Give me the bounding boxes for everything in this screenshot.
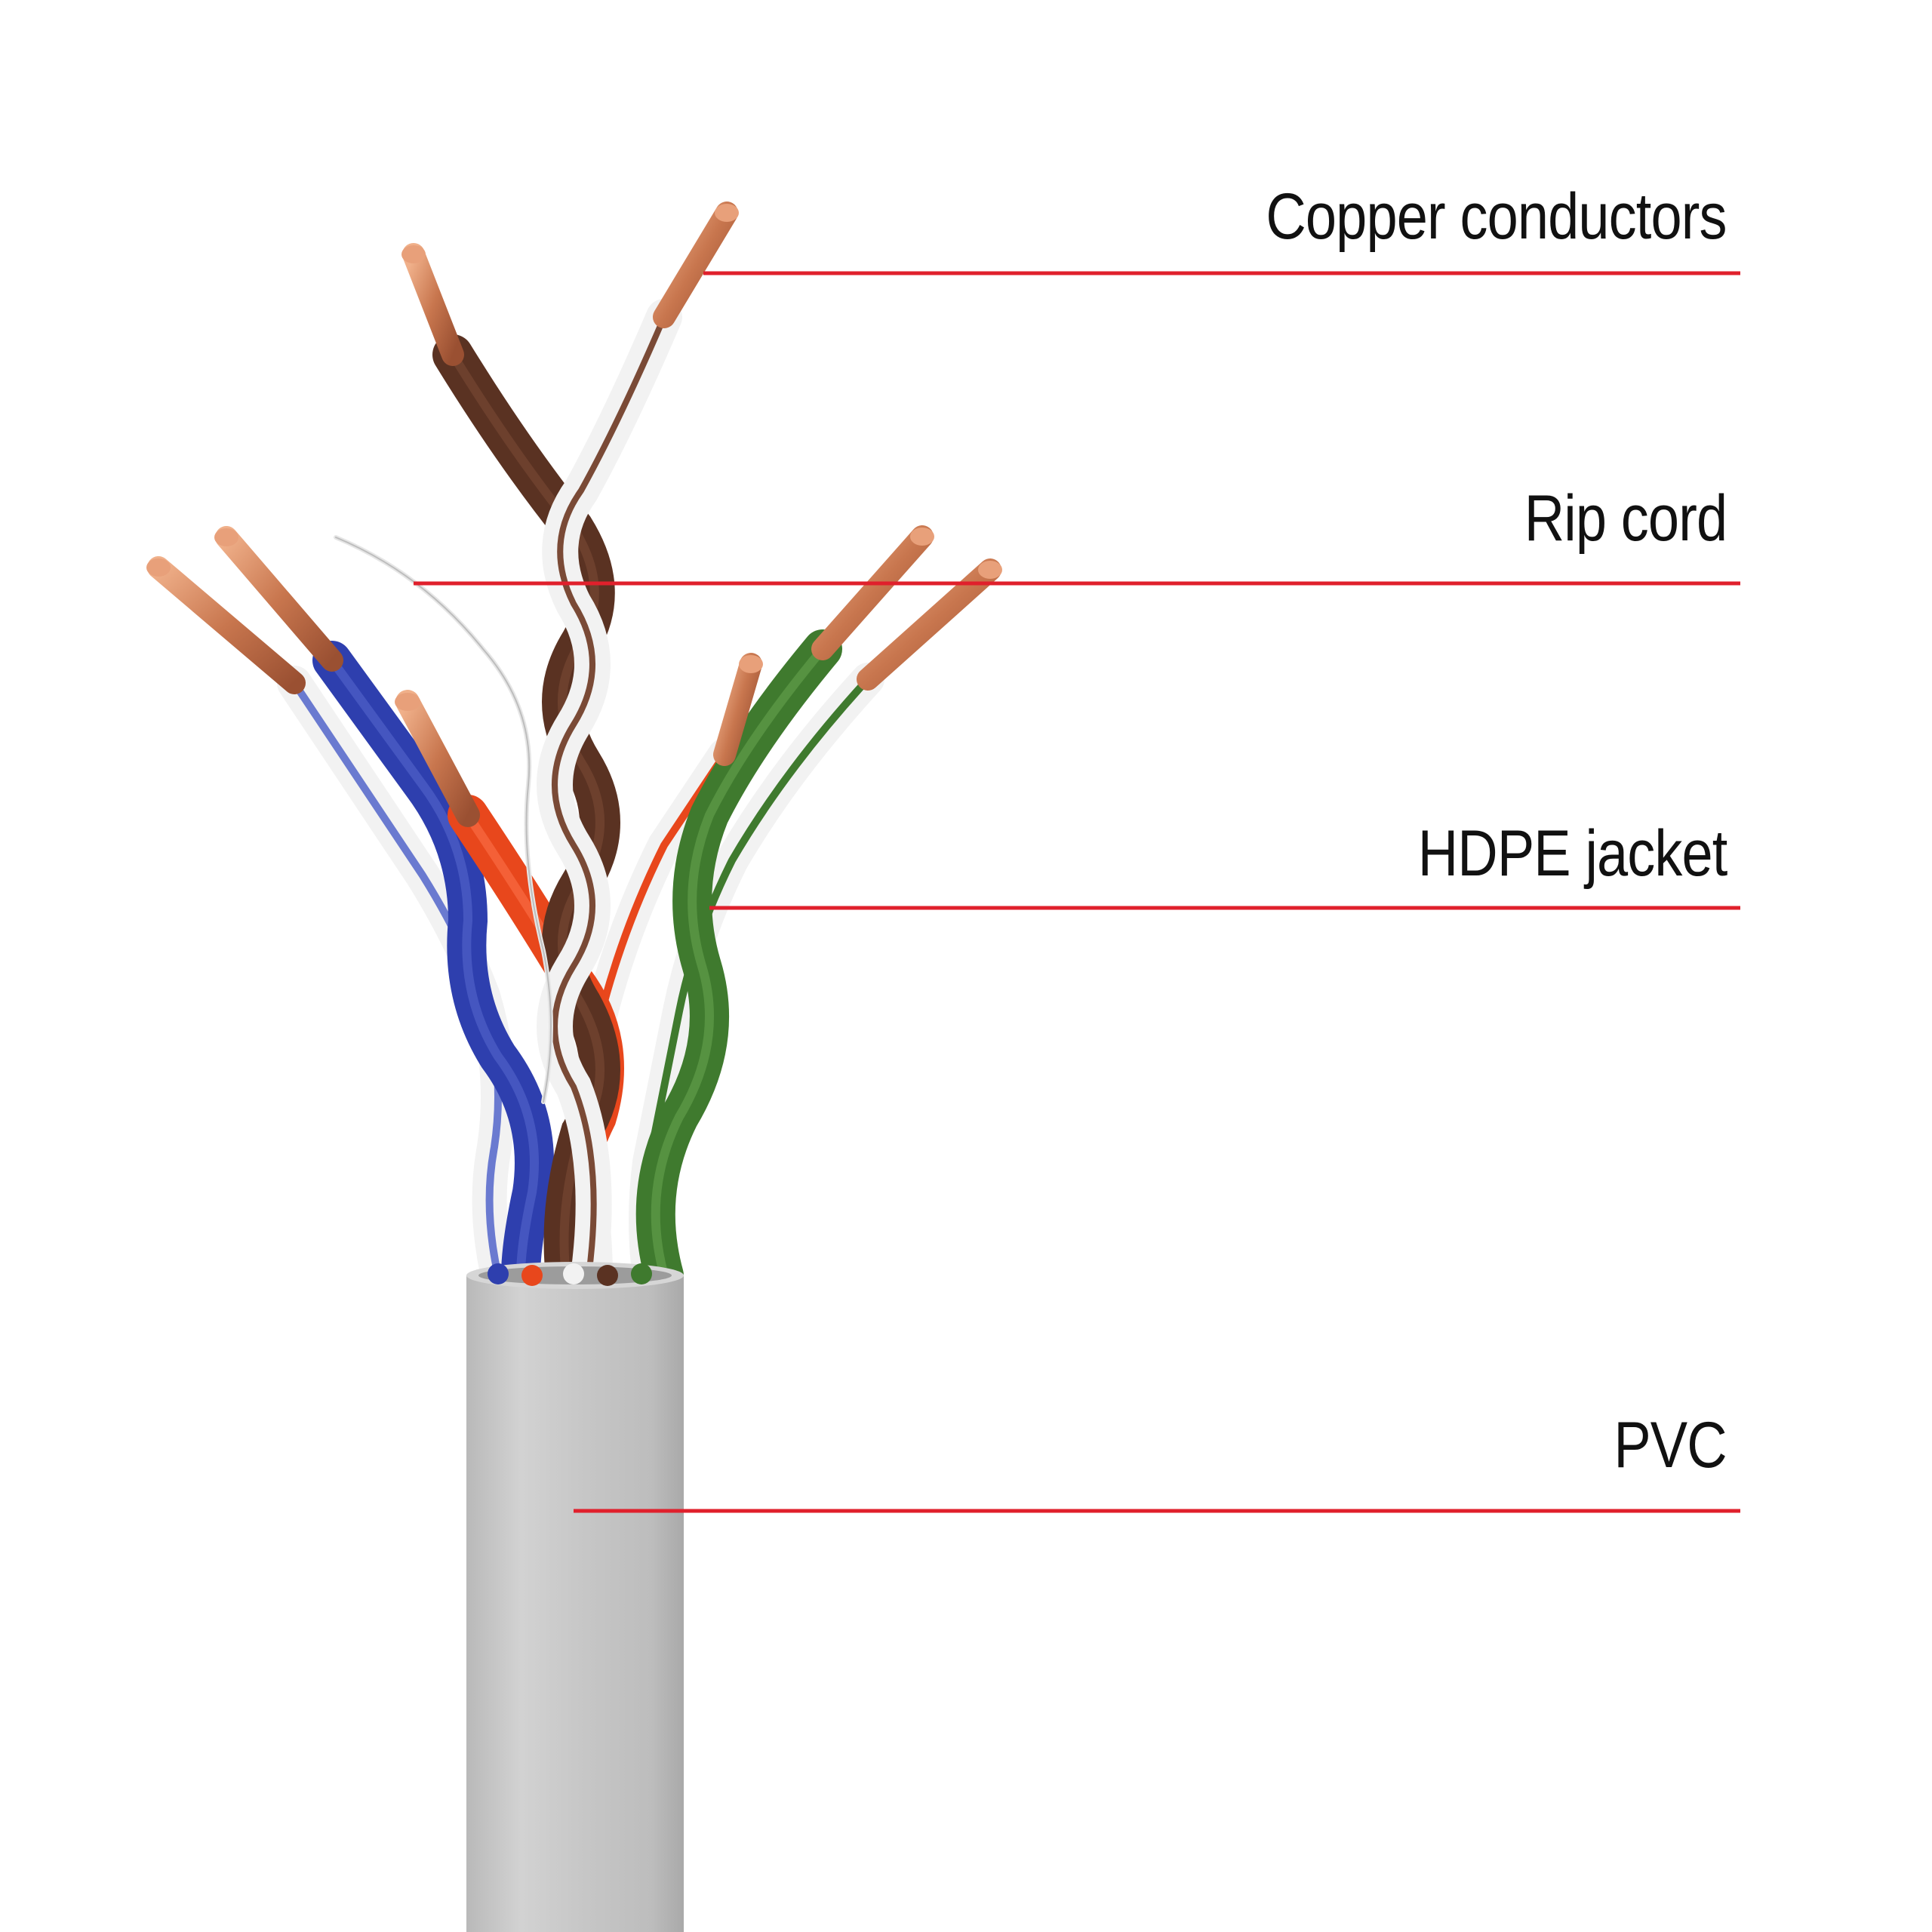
pvc-label: PVC bbox=[1614, 1409, 1727, 1481]
copper-conductors bbox=[146, 202, 1002, 827]
rip-cord-label: Rip cord bbox=[1524, 482, 1727, 555]
hdpe-jacket-label: HDPE jacket bbox=[1417, 817, 1727, 890]
twisted-pairs bbox=[277, 299, 884, 1296]
copper-conductors-label: Copper conductors bbox=[1266, 180, 1727, 253]
leader-lines bbox=[414, 271, 1740, 1513]
brown-pair bbox=[432, 299, 682, 1296]
green-pair bbox=[629, 629, 884, 1295]
pvc-sheath bbox=[466, 1262, 684, 1932]
blue-pair bbox=[277, 641, 554, 1295]
